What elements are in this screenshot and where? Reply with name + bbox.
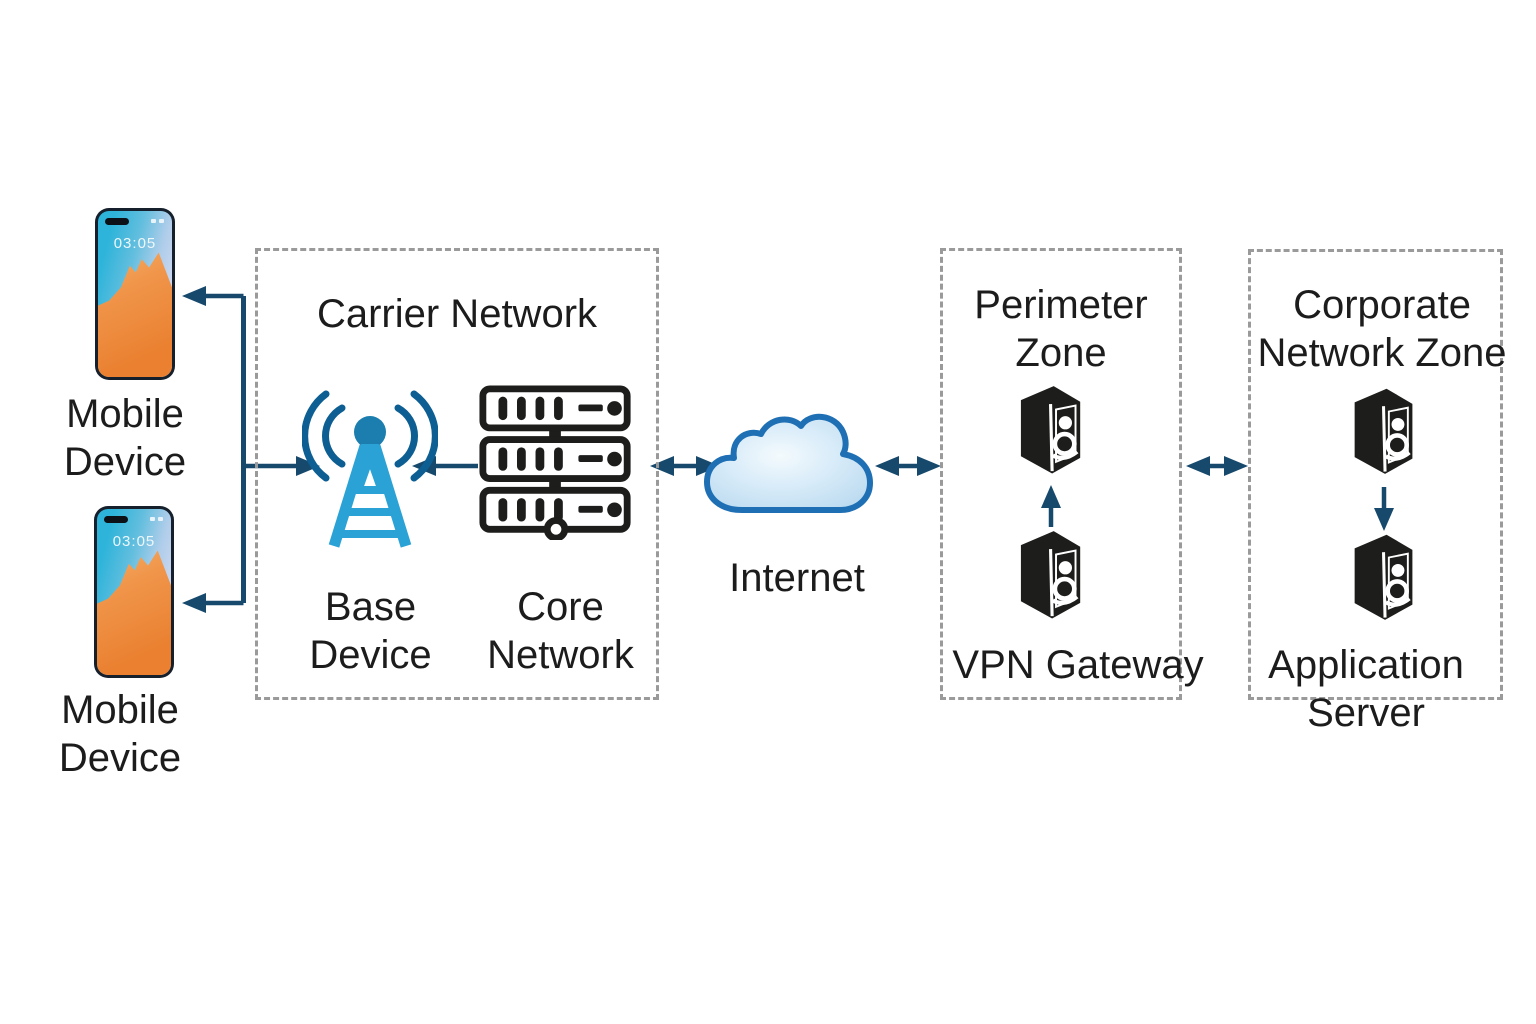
- corporate-network-zone: [1248, 249, 1503, 700]
- carrier-zone-title: Carrier Network: [316, 292, 598, 336]
- app-server-icon-top: [1344, 380, 1420, 481]
- app-server-icon-bottom: [1344, 526, 1420, 627]
- arrow-perimeter-corporate: [1186, 456, 1248, 476]
- mobile-device-icon: 03:05: [95, 208, 175, 380]
- vpn-gateway-label: VPN Gateway: [952, 643, 1204, 687]
- arrow-internet-perimeter: [875, 456, 941, 476]
- base-device-label: Base Device: [309, 585, 432, 677]
- phone-status-icons: [150, 517, 164, 521]
- phone-clock: 03:05: [112, 533, 156, 550]
- phone-camera-icon: [104, 516, 128, 523]
- internet-label: Internet: [729, 556, 865, 600]
- phone-status-icons: [151, 219, 165, 223]
- perimeter-zone: [940, 248, 1182, 700]
- phone-screen: 03:05: [98, 211, 172, 377]
- mobile-device-1-label: Mobile Device: [63, 392, 187, 484]
- phone-clock: 03:05: [113, 235, 157, 252]
- carrier-network-zone: [255, 248, 659, 700]
- vpn-server-icon-top: [1010, 377, 1088, 481]
- perimeter-zone-title: Perimeter Zone: [974, 283, 1148, 375]
- phone-screen: 03:05: [97, 509, 171, 675]
- application-server-label: Application Server: [1268, 643, 1464, 735]
- phone-camera-icon: [105, 218, 129, 225]
- server-rack-icon: [478, 384, 634, 540]
- vpn-server-icon-bottom: [1010, 522, 1088, 626]
- mobile-device-icon: 03:05: [94, 506, 174, 678]
- corporate-zone-title: Corporate Network Zone: [1257, 283, 1507, 375]
- internet-cloud-icon: [704, 414, 873, 513]
- cell-tower-icon: [302, 390, 438, 548]
- core-network-label: Core Network: [487, 585, 634, 677]
- mobile-device-2-label: Mobile Device: [58, 688, 182, 780]
